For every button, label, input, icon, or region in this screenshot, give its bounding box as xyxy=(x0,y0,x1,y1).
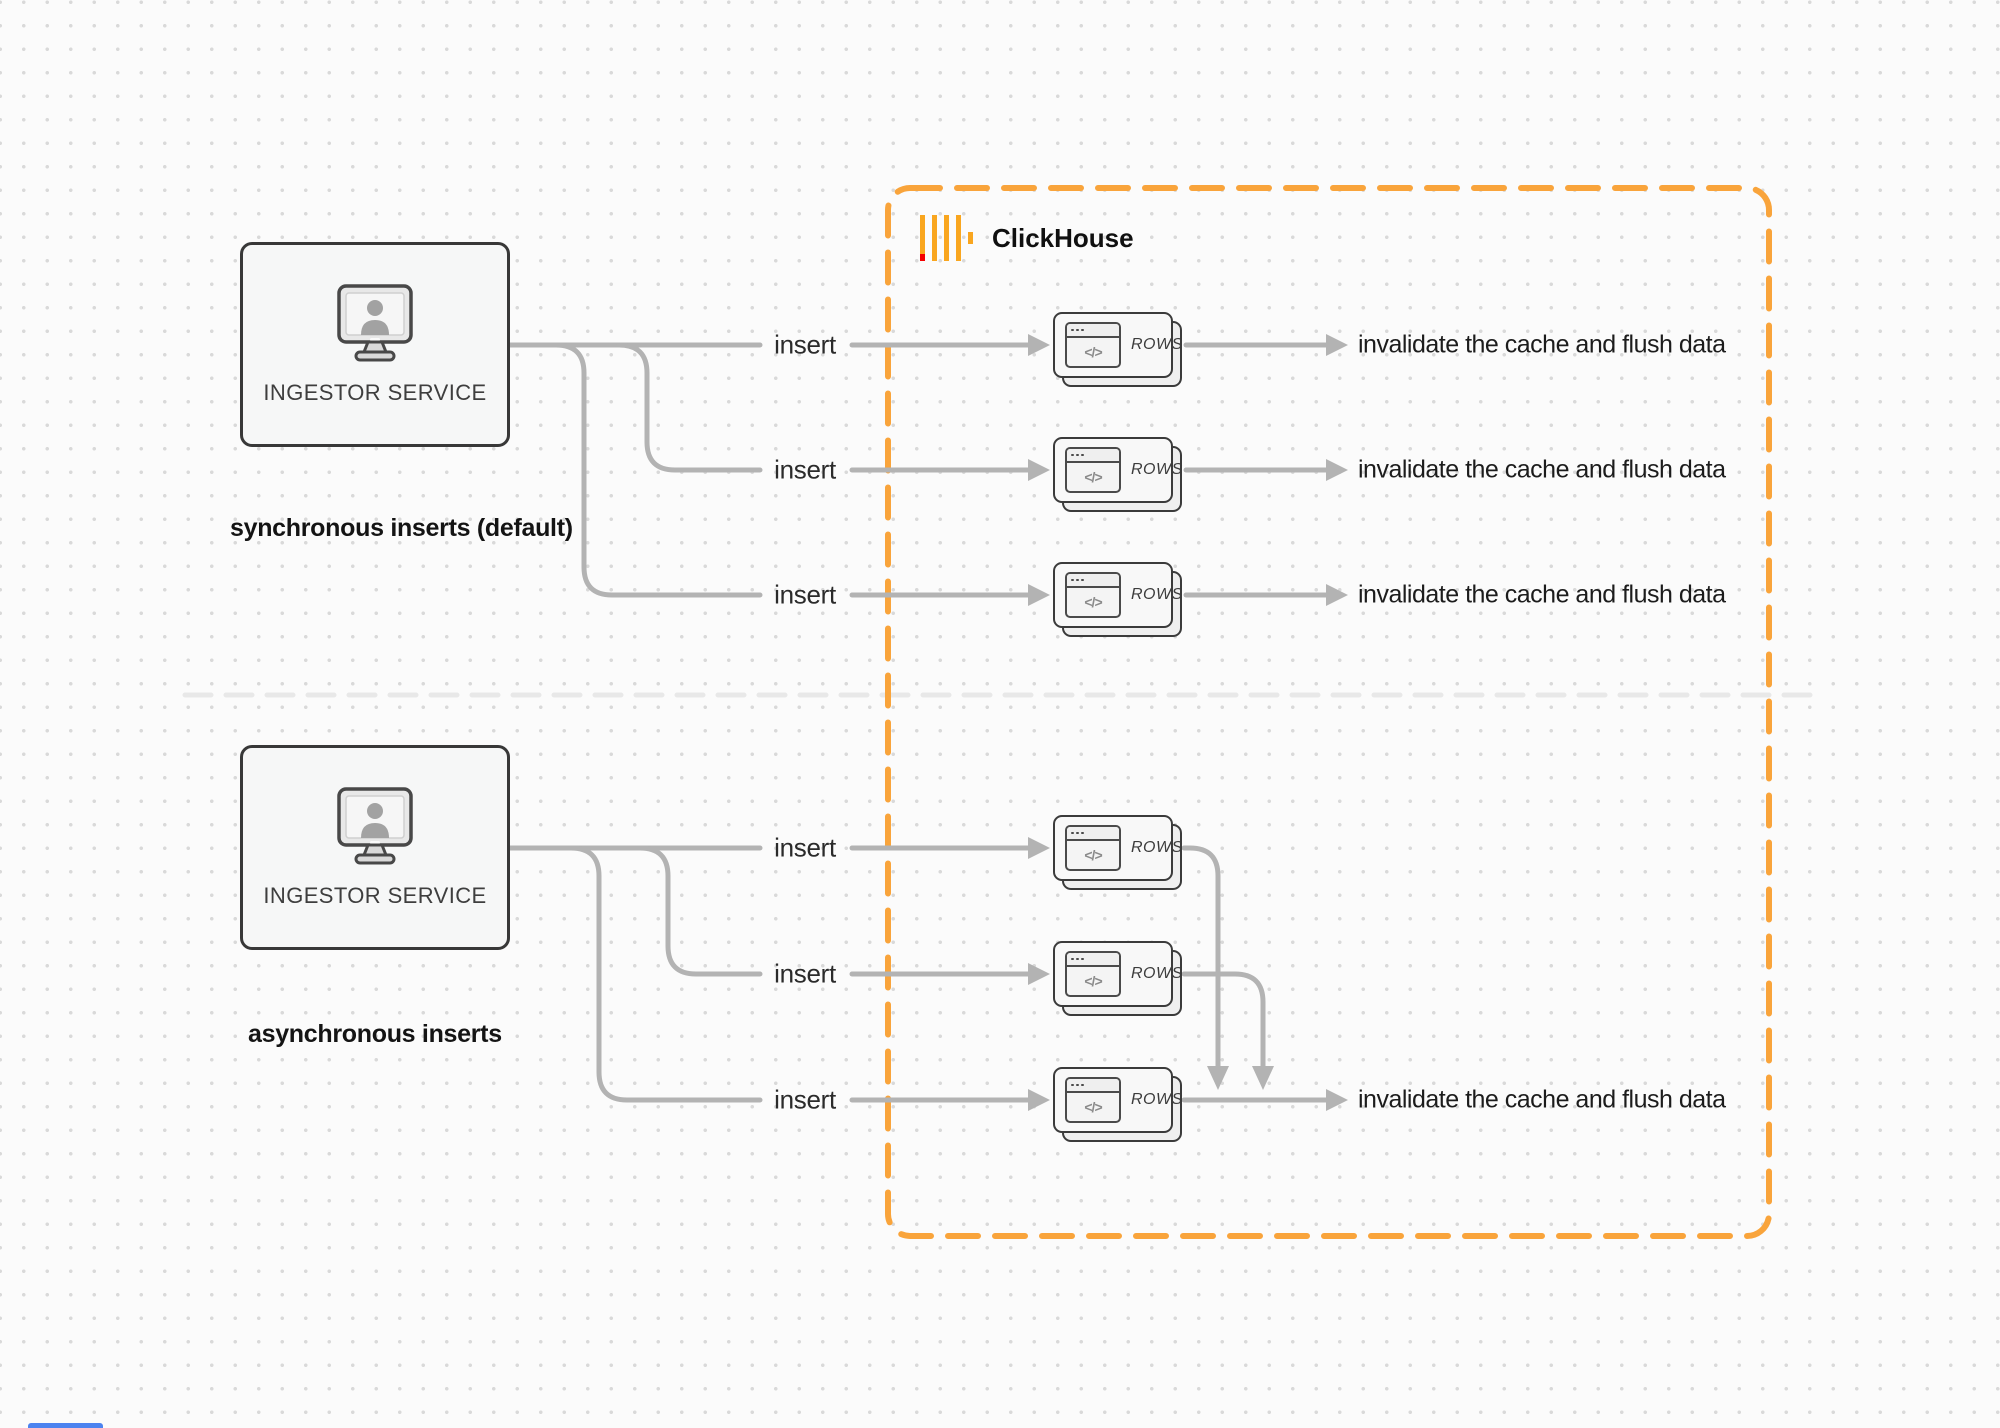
rows-node: </> ROWS xyxy=(1053,437,1182,512)
rows-node-card: </> ROWS xyxy=(1053,312,1182,378)
code-window-icon: </> xyxy=(1065,447,1121,493)
rows-label: ROWS xyxy=(1131,965,1183,982)
rows-node: </> ROWS xyxy=(1053,941,1182,1016)
insert-arrow-label: insert xyxy=(774,329,836,360)
workstation-icon xyxy=(337,283,413,361)
code-window-icon: </> xyxy=(1065,951,1121,997)
rows-node: </> ROWS xyxy=(1053,1067,1182,1142)
clickhouse-header: ClickHouse xyxy=(920,215,1134,262)
rows-label: ROWS xyxy=(1131,461,1183,478)
invalidate-cache-label: invalidate the cache and flush data xyxy=(1358,330,1726,359)
code-window-icon: </> xyxy=(1065,1077,1121,1123)
clickhouse-brand-label: ClickHouse xyxy=(992,223,1134,253)
partial-blue-element[interactable] xyxy=(28,1423,103,1428)
rows-label: ROWS xyxy=(1131,1091,1183,1108)
ingestor-service-node-async: INGESTOR SERVICE xyxy=(240,745,510,950)
rows-label: ROWS xyxy=(1131,839,1183,856)
rows-node-card: </> ROWS xyxy=(1053,941,1182,1007)
invalidate-cache-label: invalidate the cache and flush data xyxy=(1358,1085,1726,1114)
service-node-label: INGESTOR SERVICE xyxy=(263,882,487,908)
code-window-icon: </> xyxy=(1065,322,1121,368)
rows-label: ROWS xyxy=(1131,336,1183,353)
code-window-icon: </> xyxy=(1065,825,1121,871)
service-node-label: INGESTOR SERVICE xyxy=(263,379,487,405)
invalidate-cache-label: invalidate the cache and flush data xyxy=(1358,580,1726,609)
rows-node-card: </> ROWS xyxy=(1053,1067,1182,1133)
rows-node: </> ROWS xyxy=(1053,815,1182,890)
insert-arrow-label: insert xyxy=(774,832,836,863)
invalidate-cache-label: invalidate the cache and flush data xyxy=(1358,455,1726,484)
clickhouse-boundary-box xyxy=(885,185,1772,1239)
ingestor-service-node-sync: INGESTOR SERVICE xyxy=(240,242,510,447)
async-section-caption: asynchronous inserts xyxy=(248,1020,502,1048)
clickhouse-logo-icon xyxy=(920,215,973,261)
code-glyph: </> xyxy=(1084,594,1102,610)
insert-arrow-label: insert xyxy=(774,579,836,610)
sync-connectors xyxy=(507,334,1348,606)
rows-label: ROWS xyxy=(1131,586,1183,603)
code-glyph: </> xyxy=(1084,344,1102,360)
insert-arrow-label: insert xyxy=(774,958,836,989)
rows-node: </> ROWS xyxy=(1053,312,1182,387)
code-glyph: </> xyxy=(1084,1099,1102,1115)
rows-node-card: </> ROWS xyxy=(1053,815,1182,881)
rows-node-card: </> ROWS xyxy=(1053,437,1182,503)
code-window-icon: </> xyxy=(1065,572,1121,618)
sync-section-caption: synchronous inserts (default) xyxy=(230,514,573,542)
code-glyph: </> xyxy=(1084,973,1102,989)
rows-node: </> ROWS xyxy=(1053,562,1182,637)
insert-arrow-label: insert xyxy=(774,454,836,485)
workstation-icon xyxy=(337,786,413,864)
async-connectors xyxy=(507,837,1348,1111)
rows-node-card: </> ROWS xyxy=(1053,562,1182,628)
code-glyph: </> xyxy=(1084,469,1102,485)
insert-arrow-label: insert xyxy=(774,1084,836,1115)
code-glyph: </> xyxy=(1084,847,1102,863)
